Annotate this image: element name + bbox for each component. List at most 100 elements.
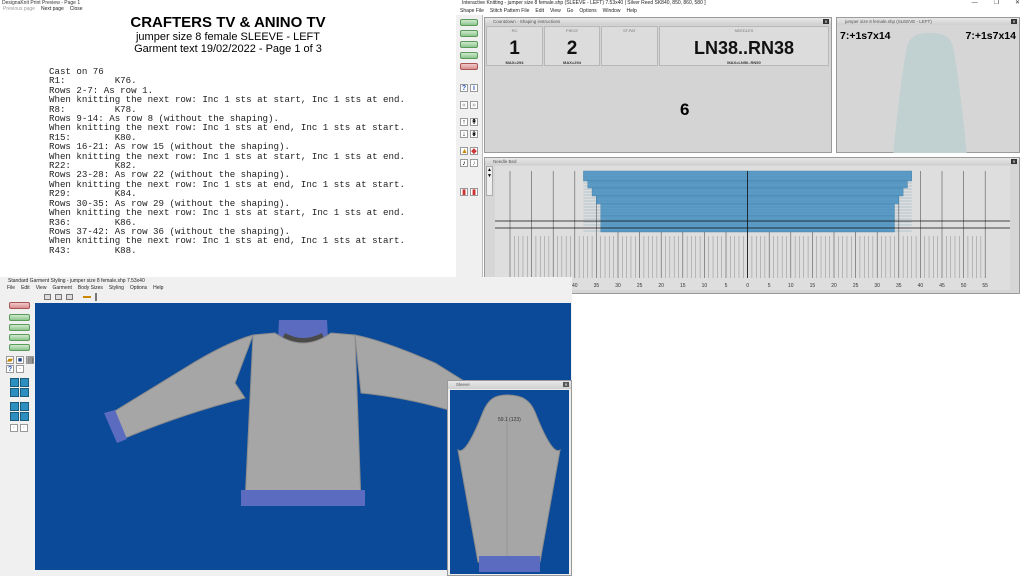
print-icon[interactable]: ▤ [26, 356, 34, 364]
warning-icon[interactable]: ▲ [460, 147, 468, 155]
preview-panel-title-text: jumper size 8 female.shp (SLEEVE - LEFT) [845, 19, 932, 24]
undo-icon[interactable]: · [16, 365, 24, 373]
stop-tool-icon[interactable] [460, 63, 478, 70]
style-tool-1-icon[interactable] [10, 378, 19, 387]
instruction-line: Rows 30-35: As row 29 (without the shapi… [49, 197, 290, 209]
save-icon[interactable]: ■ [16, 356, 24, 364]
style-tool-3-icon[interactable] [10, 388, 19, 397]
style-tool-7-icon[interactable] [10, 412, 19, 421]
help-icon[interactable]: ? [6, 365, 14, 373]
sweater-tool-icon[interactable] [9, 302, 30, 309]
close-icon[interactable]: ✕ [563, 382, 569, 387]
measure-icon[interactable] [55, 294, 62, 300]
menu-edit[interactable]: Edit [535, 8, 544, 14]
next-page-button[interactable]: Next page [40, 6, 64, 12]
menu-file[interactable]: File [7, 285, 16, 291]
instruction-line: Cast on 76 [49, 66, 104, 77]
line-tool-icon[interactable] [83, 296, 91, 298]
needle-bed-panel: Needle Bed ✕ ▲▼ 555045403530252015105051… [484, 157, 1020, 294]
menu-view[interactable]: View [550, 8, 561, 14]
window-title: Interactive Knitting - jumper size 8 fem… [462, 0, 706, 6]
shape-tool-icon[interactable] [9, 314, 30, 321]
shaping-panel-title: Countdown - Shaping instructions ✕ [485, 18, 831, 25]
needle-tick-label: 20 [831, 283, 837, 289]
print-preview-window: DesignaKnit Print Preview - Page 1 Previ… [0, 0, 456, 264]
needle-bed-title: Needle Bed ✕ [485, 158, 1019, 165]
bottom-arrow-icon[interactable]: ↡ [470, 130, 478, 138]
top-arrow-icon[interactable]: ↟ [470, 118, 478, 126]
menu-garment[interactable]: Garment [52, 285, 72, 291]
style-tool-4-icon[interactable] [20, 388, 29, 397]
menu-options[interactable]: Options [579, 8, 597, 14]
down-arrow-icon[interactable]: ↓ [460, 130, 468, 138]
instruction-line: Rows 16-21: As row 15 (without the shapi… [49, 141, 290, 153]
sleeve-dimension: 59.1 (123) [498, 417, 521, 423]
music-icon[interactable]: ♪ [460, 159, 468, 167]
rc-label: RC [511, 28, 518, 33]
previous-page-button[interactable]: Previous page [3, 6, 35, 12]
forward-icon[interactable]: » [470, 101, 478, 109]
needle-tick-label: 15 [810, 283, 816, 289]
menu-styling[interactable]: Styling [108, 285, 124, 291]
up-arrow-icon[interactable]: ↑ [460, 118, 468, 126]
needle-tick-label: 25 [853, 283, 859, 289]
pattern-tool-icon[interactable] [9, 324, 30, 331]
style-tool-8-icon[interactable] [20, 412, 29, 421]
instruction-line: When knitting the next row: Inc 1 sts at… [49, 94, 405, 106]
garment-text-line: Garment text 19/02/2022 - Page 1 of 3 [134, 43, 322, 55]
instruction-line: Rows 9-14: As row 8 (without the shaping… [49, 113, 279, 125]
print-icon[interactable] [66, 294, 73, 300]
menu-body-sizes[interactable]: Body Sizes [77, 285, 103, 291]
garment-side-toolbar: ▰ ■ ▤ ? · · · [0, 302, 34, 576]
needle-tool-icon[interactable] [9, 334, 30, 341]
needles-label: NEEDLES [734, 28, 754, 33]
style-tool-5-icon[interactable] [10, 402, 19, 411]
traffic-light-2-icon[interactable]: ▮ [470, 188, 478, 196]
rc-max: MAX=294 [505, 60, 524, 65]
instruction-line: R8: K78. [49, 103, 137, 115]
info-icon[interactable]: i [470, 84, 478, 92]
minimize-icon[interactable]: — [971, 0, 978, 6]
disabled-tool-2-icon[interactable]: · [20, 424, 28, 432]
eraser-icon[interactable]: ◆ [470, 147, 478, 155]
menu-go[interactable]: Go [566, 8, 574, 14]
open-folder-icon[interactable]: ▰ [6, 356, 14, 364]
needle-bed-area[interactable]: 5550454035302520151050510152025303540455… [495, 166, 1010, 290]
interactive-knitting-window: Interactive Knitting - jumper size 8 fem… [456, 0, 1024, 294]
help-icon[interactable]: ? [460, 84, 468, 92]
sweater-tool-icon[interactable] [460, 19, 478, 26]
close-icon[interactable]: ✕ [1011, 19, 1017, 24]
close-icon[interactable]: ✕ [1011, 159, 1017, 164]
print-preview-title: DesignaKnit Print Preview - Page 1 [0, 0, 456, 6]
shape-tool-icon[interactable] [460, 30, 478, 37]
menu-stitch-pattern-file[interactable]: Stitch Pattern File [489, 8, 530, 14]
menu-window[interactable]: Window [602, 8, 621, 14]
style-tool-6-icon[interactable] [20, 402, 29, 411]
menu-edit[interactable]: Edit [21, 285, 30, 291]
grid-icon[interactable] [44, 294, 51, 300]
instruction-line: When knitting the next row: Inc 1 sts at… [49, 207, 405, 219]
back-icon[interactable]: « [460, 101, 468, 109]
left-shaping-label: 7:+1s7x14 [840, 30, 891, 42]
needle-bed-controls[interactable]: ▲▼ [486, 166, 493, 196]
menu-help[interactable]: Help [153, 285, 164, 291]
sound-off-icon[interactable]: ♪ [470, 159, 478, 167]
knit-tool-icon[interactable] [9, 344, 30, 351]
disabled-tool-icon[interactable]: · [10, 424, 18, 432]
maximize-icon[interactable]: ❐ [993, 0, 999, 6]
traffic-light-icon[interactable]: ▮ [460, 188, 468, 196]
close-icon[interactable]: ✕ [1014, 0, 1020, 6]
menu-options[interactable]: Options [129, 285, 148, 291]
sleeve-window-title: Sleeve ✕ [448, 381, 571, 389]
stitch-pattern-cell: ST.PAT [601, 26, 658, 66]
menu-view[interactable]: View [35, 285, 47, 291]
sleeve-canvas[interactable]: 59.1 (123) [450, 390, 569, 574]
pattern-tool-icon[interactable] [460, 41, 478, 48]
needle-tool-icon[interactable] [460, 52, 478, 59]
close-button[interactable]: Close [69, 6, 83, 12]
menu-shape-file[interactable]: Shape File [460, 8, 484, 14]
style-tool-2-icon[interactable] [20, 378, 29, 387]
menu-help[interactable]: Help [626, 8, 637, 14]
close-icon[interactable]: ✕ [823, 19, 829, 24]
